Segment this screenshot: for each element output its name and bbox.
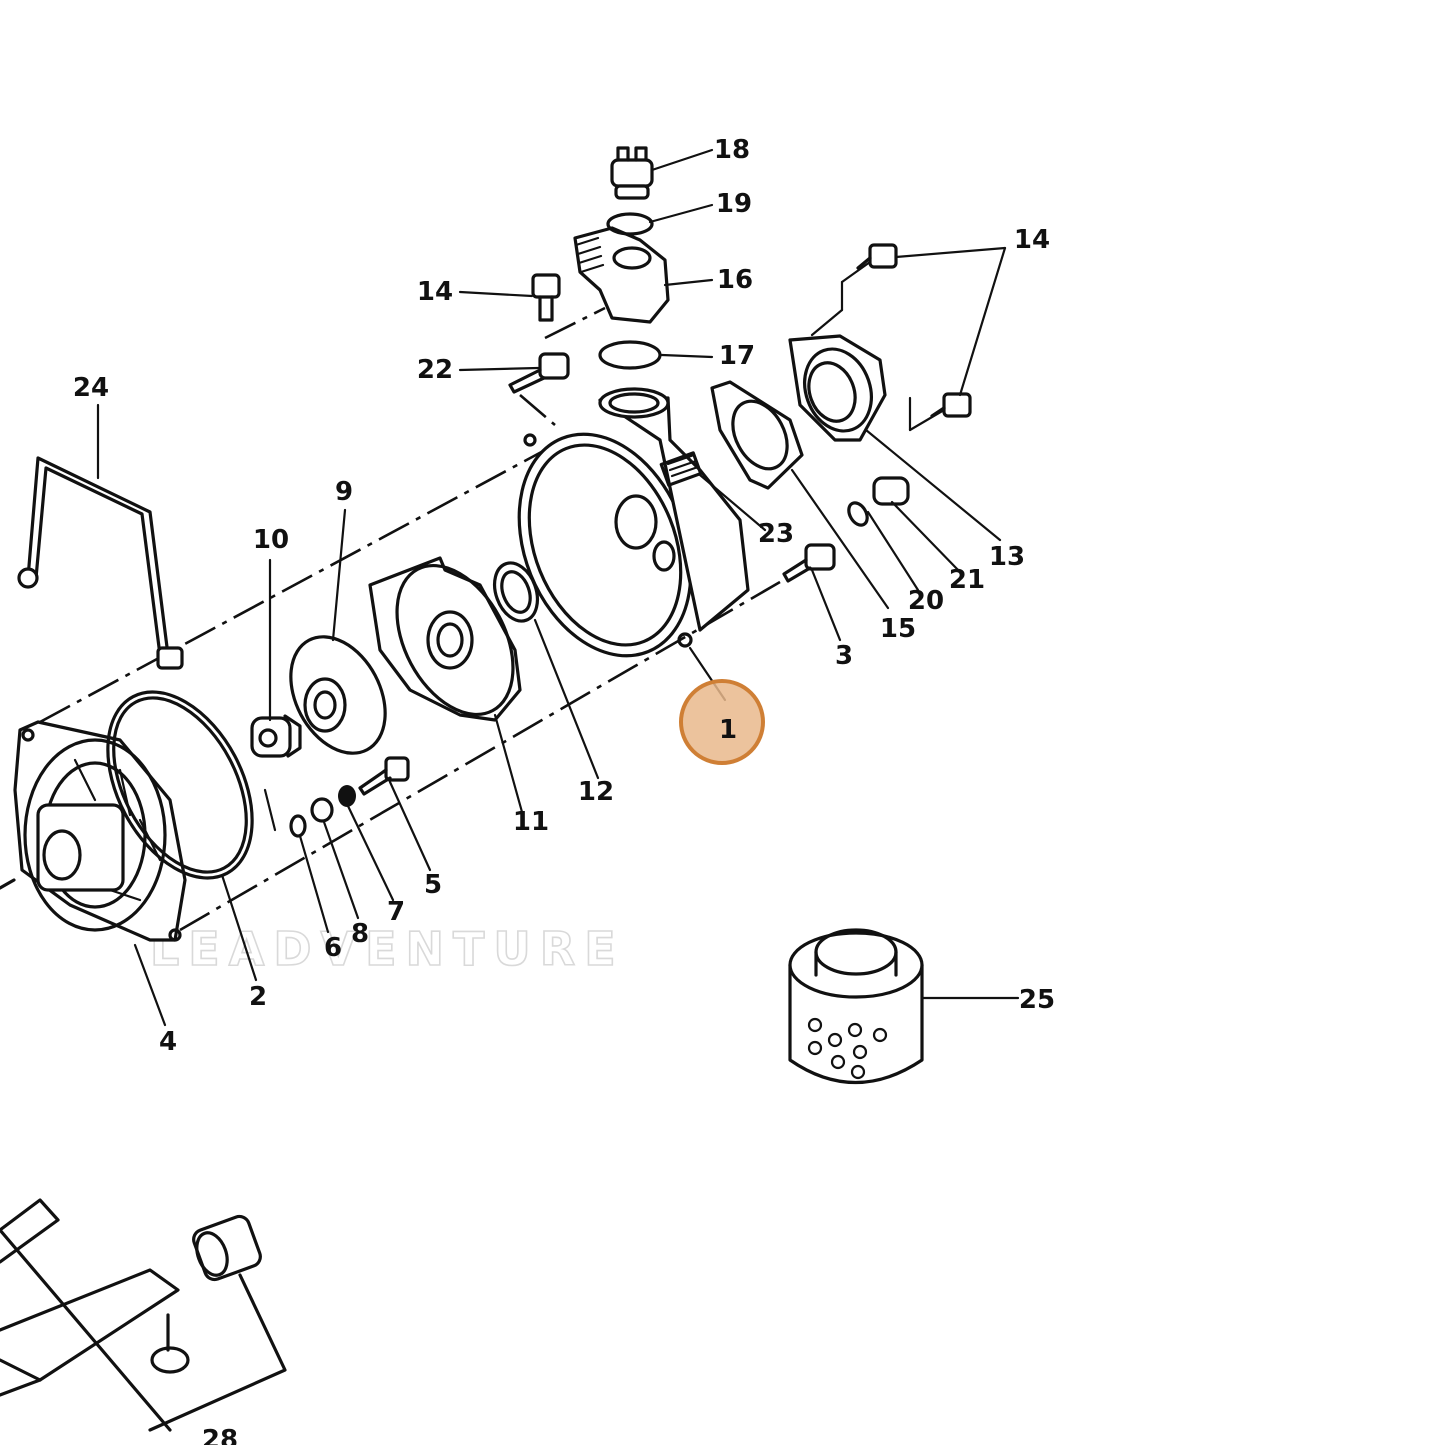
part-11-volute (368, 556, 522, 722)
callout-12[interactable]: 12 (578, 777, 614, 807)
callout-25[interactable]: 25 (1019, 985, 1055, 1015)
callout-4[interactable]: 4 (159, 1027, 177, 1057)
callout-labels: 1 2 3 4 5 6 7 8 9 10 11 12 13 14 14 15 1… (73, 135, 1055, 1445)
part-1-pump-housing (517, 387, 750, 658)
callout-5[interactable]: 5 (424, 870, 442, 900)
part-9-impeller (289, 635, 387, 755)
part-24-pipe (17, 456, 184, 670)
callout-22[interactable]: 22 (417, 355, 453, 385)
part-15-gasket (710, 380, 804, 490)
part-18-cap (610, 146, 654, 200)
callout-21[interactable]: 21 (949, 565, 985, 595)
callout-28[interactable]: 28 (202, 1425, 238, 1445)
watermark: LEADVENTURE (150, 922, 625, 976)
part-14-bolts (531, 243, 972, 418)
callout-13[interactable]: 13 (989, 542, 1025, 572)
part-5-screw (358, 756, 410, 796)
bottom-partial-assembly (0, 1198, 287, 1432)
part-8-nut (310, 797, 334, 823)
callout-17[interactable]: 17 (719, 341, 755, 371)
part-3-bolt (782, 543, 836, 583)
part-4-front-cover (0, 720, 187, 942)
callout-3[interactable]: 3 (835, 641, 853, 671)
part-7-washer (338, 785, 356, 807)
callout-6[interactable]: 6 (324, 933, 342, 963)
callout-9[interactable]: 9 (335, 477, 353, 507)
callout-18[interactable]: 18 (714, 135, 750, 165)
callout-24[interactable]: 24 (73, 373, 109, 403)
callout-2[interactable]: 2 (249, 982, 267, 1012)
callout-1[interactable]: 1 (719, 715, 737, 745)
callout-16[interactable]: 16 (717, 265, 753, 295)
part-22-bolt (508, 352, 570, 394)
leader-lines (96, 148, 1020, 1027)
highlight-marker[interactable] (679, 679, 765, 765)
part-16-elbow (573, 226, 670, 324)
callout-14-right[interactable]: 14 (1014, 225, 1050, 255)
callout-8[interactable]: 8 (351, 919, 369, 949)
callout-15[interactable]: 15 (880, 614, 916, 644)
callout-7[interactable]: 7 (387, 897, 405, 927)
callout-20[interactable]: 20 (908, 586, 944, 616)
part-10-plug (250, 714, 302, 758)
part-19-o-ring (606, 212, 654, 236)
callout-14-left[interactable]: 14 (417, 277, 453, 307)
part-20-washer (847, 501, 869, 527)
part-6-washer (289, 814, 307, 838)
part-17-o-ring (598, 340, 662, 370)
part-13-cover (788, 334, 887, 442)
part-21-plug (872, 476, 910, 506)
callout-23[interactable]: 23 (758, 519, 794, 549)
callout-10[interactable]: 10 (253, 525, 289, 555)
callout-11[interactable]: 11 (513, 807, 549, 837)
callout-19[interactable]: 19 (716, 189, 752, 219)
part-2-o-ring (106, 690, 254, 880)
part-25-strainer (788, 928, 924, 1084)
